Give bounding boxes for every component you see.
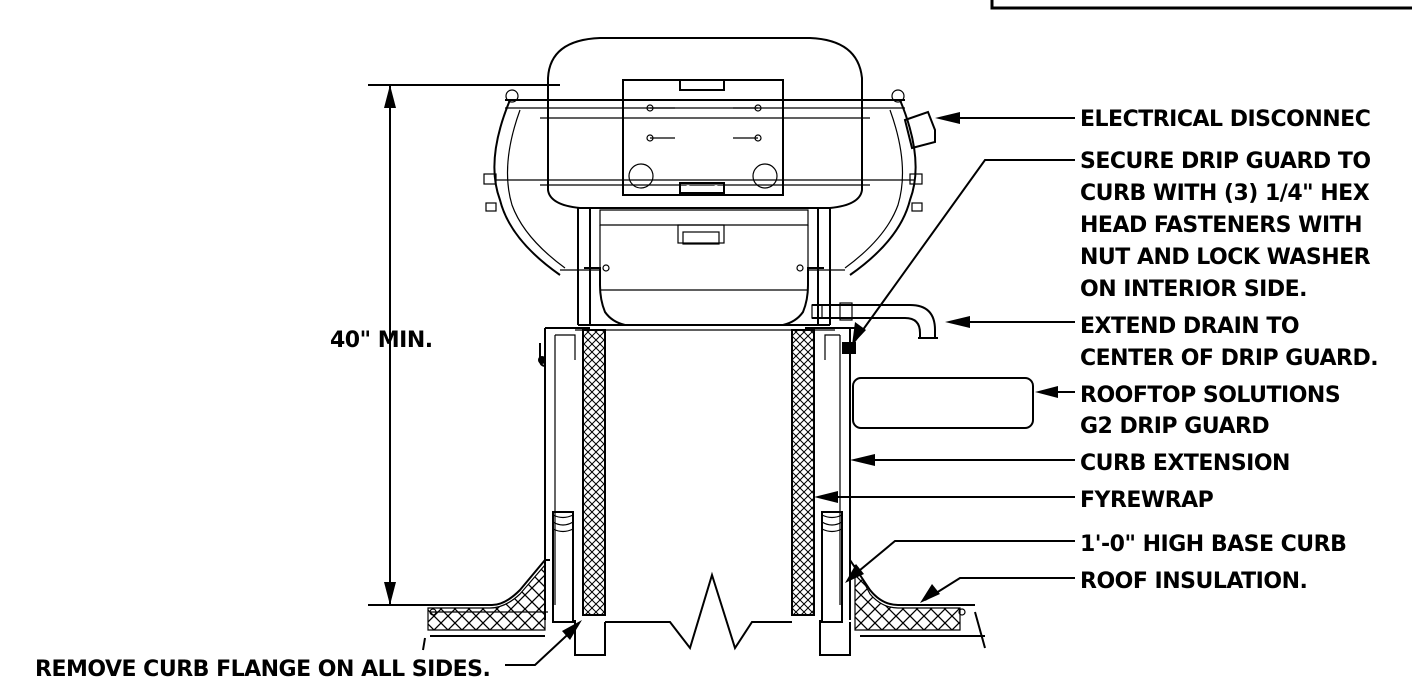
label-drip-guard-line-1: ROOFTOP SOLUTIONS — [1080, 383, 1340, 408]
curb-assembly — [538, 327, 856, 651]
title-block-border — [990, 0, 1412, 10]
callout-leaders — [505, 112, 1075, 666]
label-drain-line-2: CENTER OF DRIP GUARD. — [1080, 346, 1378, 371]
label-roof-insulation: ROOF INSULATION. — [1080, 569, 1307, 594]
rooftop-unit — [483, 37, 936, 331]
label-secure-line-3: HEAD FASTENERS WITH — [1080, 213, 1362, 238]
drain-pipe — [811, 302, 938, 339]
label-drain-line-1: EXTEND DRAIN TO — [1080, 314, 1299, 339]
dimension-label: 40" MIN. — [330, 328, 433, 353]
label-secure-line-2: CURB WITH (3) 1/4" HEX — [1080, 181, 1370, 206]
label-secure-line-4: NUT AND LOCK WASHER — [1080, 245, 1371, 270]
label-electrical-disconnect: ELECTRICAL DISCONNEC — [1080, 107, 1370, 132]
label-secure-line-1: SECURE DRIP GUARD TO — [1080, 149, 1371, 174]
label-drip-guard-line-2: G2 DRIP GUARD — [1080, 414, 1269, 439]
dimension-40-min — [368, 84, 560, 605]
label-curb-extension: CURB EXTENSION — [1080, 451, 1290, 476]
roof-section — [368, 559, 986, 656]
label-remove-flange: REMOVE CURB FLANGE ON ALL SIDES. — [35, 657, 490, 682]
drip-guard — [852, 377, 1034, 429]
label-base-curb: 1'-0" HIGH BASE CURB — [1080, 532, 1346, 557]
label-fyrewrap: FYREWRAP — [1080, 488, 1214, 513]
label-secure-line-5: ON INTERIOR SIDE. — [1080, 277, 1307, 302]
